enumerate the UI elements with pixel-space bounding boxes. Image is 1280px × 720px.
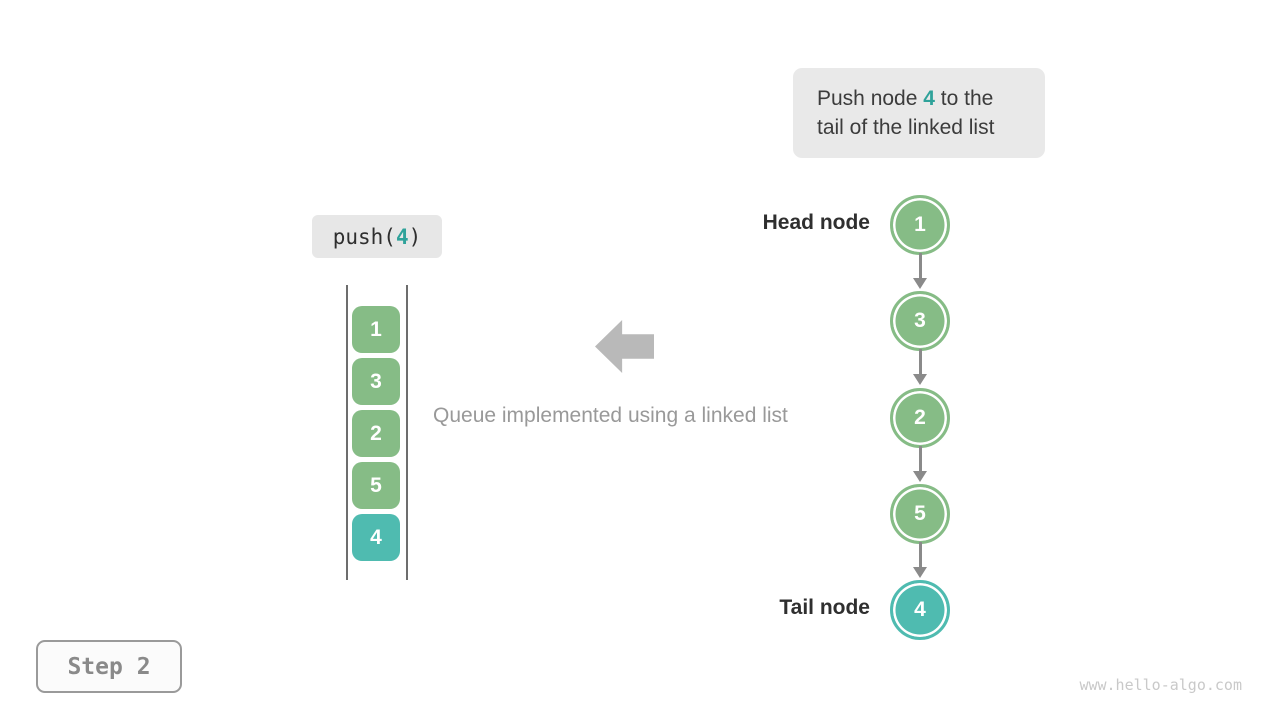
callout-text-before: Push node [817,87,924,110]
queue-rail-right [406,285,408,580]
arrow-down-icon [905,542,935,578]
tail-node-label: Tail node [779,596,870,619]
queue-stack: 1 3 2 5 4 [352,306,400,561]
linked-list-node-highlighted: 4 [890,580,950,640]
diagram-caption: Queue implemented using a linked list [433,404,788,427]
operation-label: push(4) [312,215,442,258]
callout-text-after: to the [934,87,994,110]
operation-arg: 4 [395,224,409,249]
linked-list-node: 2 [890,388,950,448]
arrow-down-icon [905,253,935,289]
linked-list-node: 1 [890,195,950,255]
operation-func: push( [332,224,396,249]
linked-list-node: 3 [890,291,950,351]
stack-block: 1 [352,306,400,353]
arrow-down-icon [905,349,935,385]
callout-highlight-value: 4 [923,87,935,110]
linked-list-node: 5 [890,484,950,544]
queue-rail-left [346,285,348,580]
left-arrow-icon [595,320,654,373]
stack-block: 3 [352,358,400,405]
stack-block: 2 [352,410,400,457]
callout-push-node: Push node 4 to the tail of the linked li… [793,68,1045,158]
step-badge: Step 2 [36,640,182,693]
arrow-down-icon [905,446,935,482]
callout-text-line2: tail of the linked list [817,116,995,139]
head-node-label: Head node [762,211,870,234]
stack-block: 5 [352,462,400,509]
stack-block-highlighted: 4 [352,514,400,561]
operation-close: ) [408,224,422,249]
watermark: www.hello-algo.com [1079,676,1242,694]
